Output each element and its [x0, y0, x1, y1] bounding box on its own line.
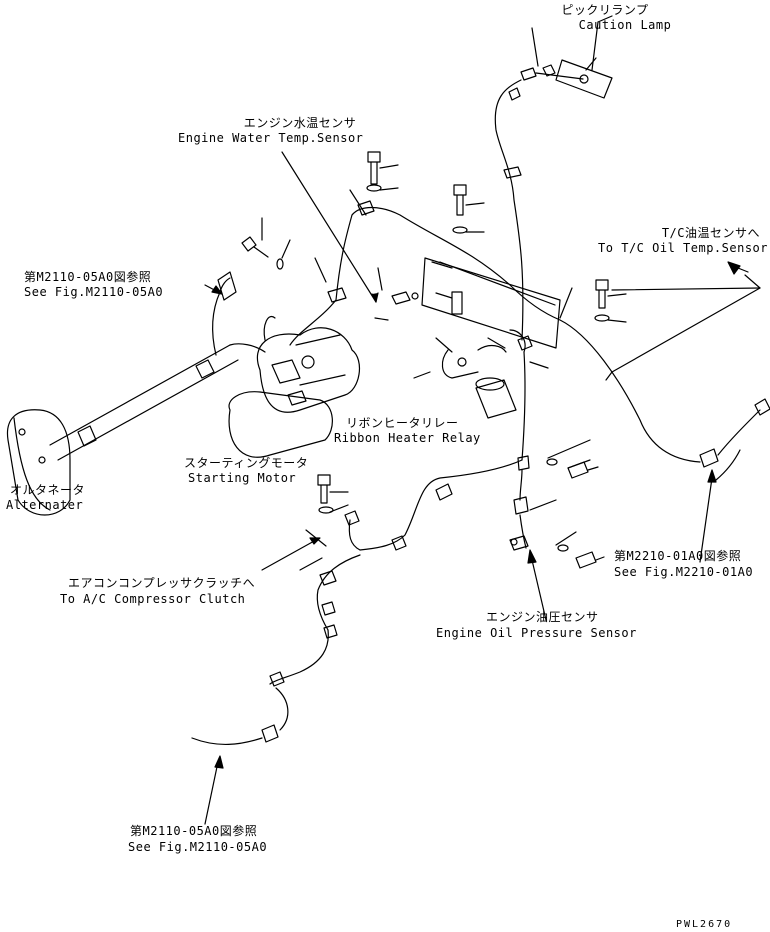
ref-right-jp-label: 第M2210-01A0図参照 [614, 549, 742, 563]
tc-oil-jp-label: T/C油温センサへ [661, 226, 760, 240]
alternator-en-label: Alternater [6, 498, 84, 512]
ref-bottom-jp-label: 第M2110-05A0図参照 [130, 824, 258, 838]
bracket-plate [421, 257, 561, 349]
caution-lamp-icon [520, 27, 613, 99]
oil-pressure-sensor-icon [509, 535, 529, 551]
starting-motor-en-label: Starting Motor [188, 471, 297, 485]
starting-motor-icon [228, 316, 361, 458]
alternator-jp-label: オルタネータ [10, 483, 86, 497]
ribbon-heater-en-label: Ribbon Heater Relay [334, 431, 481, 445]
water-temp-en-label: Engine Water Temp.Sensor [178, 131, 364, 145]
water-temp-leader [281, 151, 419, 305]
lower-harness [191, 459, 523, 746]
drawing-code-label: PWL2670 [676, 919, 733, 930]
water-temp-jp-label: エンジン水温センサ [243, 116, 357, 130]
ref-top-left-en-label: See Fig.M2110-05A0 [24, 285, 164, 299]
ac-compressor-en-label: To A/C Compressor Clutch [60, 592, 246, 606]
left-harness-tube [49, 271, 266, 461]
reference-arrows [204, 15, 761, 825]
main-harness [289, 200, 770, 481]
oil-pressure-jp-label: エンジン油圧センサ [486, 610, 599, 624]
oil-pressure-en-label: Engine Oil Pressure Sensor [436, 626, 637, 640]
ac-compressor-jp-label: エアコンコンプレッサクラッチへ [68, 576, 256, 590]
ref-top-left-jp-label: 第M2110-05A0図参照 [24, 270, 152, 284]
caution-lamp-jp-label: ピックリランプ [561, 3, 649, 17]
caution-lamp-en-label: Caution Lamp [578, 18, 672, 32]
ribbon-heater-relay-icon [441, 329, 533, 549]
lamp-harness [494, 79, 524, 341]
tc-oil-en-label: To T/C Oil Temp.Sensor [598, 241, 768, 255]
starting-motor-jp-label: スターティングモータ [184, 456, 309, 470]
ref-right-en-label: See Fig.M2210-01A0 [614, 565, 754, 579]
alternator-icon [6, 409, 71, 516]
ref-bottom-en-label: See Fig.M2110-05A0 [128, 840, 268, 854]
ribbon-heater-jp-label: リボンヒータリレー [346, 416, 459, 430]
bolt-icons [241, 151, 610, 569]
